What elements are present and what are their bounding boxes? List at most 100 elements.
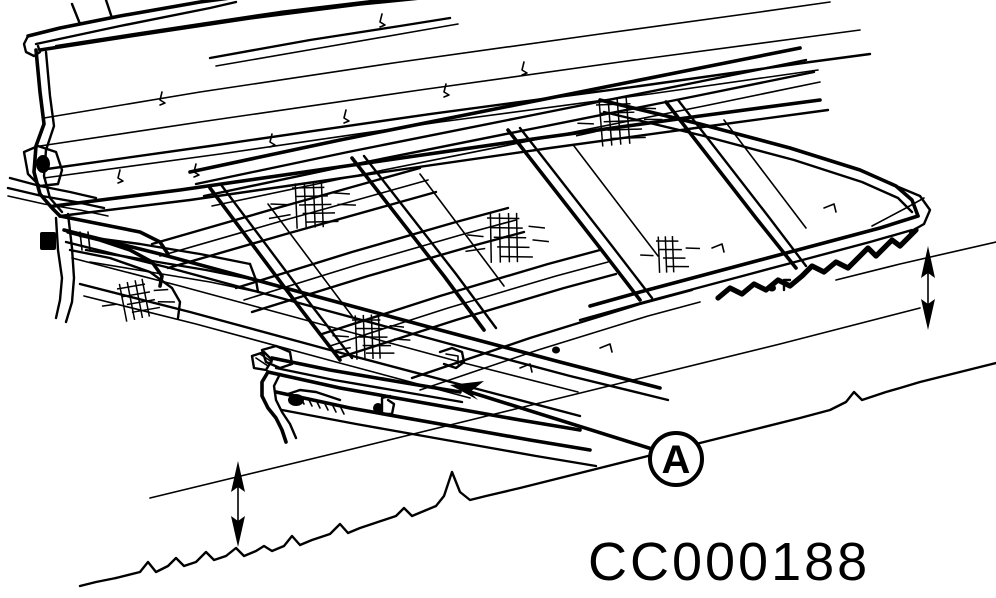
deck-rib-4-lower [419,301,701,391]
ground-datum-right-extension [835,241,996,281]
gusset-shelf-face [89,261,259,293]
sill-flange-notch [438,346,466,370]
sill-stud-head [373,403,383,413]
hinge-pin-hole [36,155,50,173]
left-side-rail-top-edge-2 [64,240,670,402]
sill-stud-bracket [382,398,396,416]
callout-a-circle[interactable] [648,431,704,487]
left-side-rail-group [62,228,670,418]
weld-mark-lower-left [332,314,411,360]
hinge-lower-post-2 [64,212,76,324]
sill-knurl-4 [323,401,329,411]
deck-ridge-2 [350,156,486,332]
panel-bottom-rail [52,98,822,208]
hinge-lower-pin-block [40,232,56,250]
weld-bead-right-rail [715,227,919,301]
right-dimension-arrowhead-down [921,299,935,330]
right-rail-step-detail-2 [711,243,725,253]
weld-mark-hinge-left [101,278,175,322]
left-dimension-arrowhead-up [231,461,245,492]
sill-knurl-3 [315,399,321,409]
deck-rib-1-lower [159,179,429,257]
panel-clip-glyph-5 [343,109,350,124]
deck-ridge-4 [664,100,798,270]
sill-rail-hole [552,346,560,354]
ground-line-jagged [114,361,996,580]
panel-clip-glyph-3 [193,163,200,178]
deck-valley-line-2 [419,173,505,287]
right-rail-top-edge [598,98,920,218]
deck-ridge-1 [208,186,342,362]
sill-knurl-6 [339,405,345,415]
front-sill-left-endcap-2 [272,372,298,440]
left-ride-height-dimension [231,461,245,547]
panel-top-tick-1 [70,2,82,26]
sill-knurl-2 [307,397,313,407]
hinge-bracket-outline [22,144,64,188]
sill-bracket-cluster-1 [260,344,294,370]
panel-clip-glyph-1 [159,91,166,106]
panel-crease-line-3b [43,69,819,179]
callout-a-label: A [662,438,691,482]
sill-knurl-1 [299,395,305,405]
left-dimension-arrowhead-down [231,516,245,547]
panel-crease-line-2 [39,29,861,147]
ground-terrain-group [78,241,996,588]
panel-face-top-rail-shadow [54,0,382,48]
weld-mark-right-mid [640,236,700,273]
front-sill-rolled-lip [286,388,342,402]
panel-clip-glyph-2 [117,169,124,184]
sill-knurl-5 [331,403,337,413]
panel-top-tick-2 [104,0,114,20]
right-rail-fastener-hole [768,284,776,292]
deck-valley-line-4 [723,119,807,229]
right-rail-top-edge-2 [602,110,914,214]
right-rail-lower-edge [578,228,914,322]
right-rail-step-detail [823,203,837,213]
sill-tick-2 [599,343,613,353]
panel-clip-glyph-7 [521,61,528,76]
deck-rib-3-lower [329,261,609,347]
panel-clip-glyph-6 [443,83,450,98]
left-side-rail-top-edge [62,228,662,390]
callout-a-arrowhead [450,381,484,400]
right-rail-outer-face [588,214,920,308]
sill-tick-1 [519,363,533,373]
right-rail-end-cap-crease [871,197,925,227]
deck-ridge-2b [362,154,498,330]
ground-line-left-tail [78,576,118,588]
deck-rib-2-upper [234,206,510,290]
figure-code-label: CC000188 [588,532,870,592]
panel-bottom-rail-inner [58,108,830,218]
callout-a-group[interactable]: A [450,381,704,487]
sill-bracket-hatch-2 [259,353,273,363]
deck-rib-3-upper [320,248,602,336]
rear-cross-rail-top-2 [194,58,808,186]
weld-marks-group [101,97,700,360]
sill-bracket-hatch-1 [255,357,269,367]
left-side-rail-bottom-line [83,295,471,399]
sill-latch-rod-bottom [274,366,464,404]
weld-mark-center [465,212,549,263]
panel-clip-glyph-8 [379,13,386,28]
left-side-rail-mid-crease [71,257,579,393]
panel-rail-right-segment [208,16,452,60]
panel-crease-line-1 [43,1,831,119]
hinge-arm-lower [6,186,106,210]
rear-cross-rail-top [188,46,802,174]
gusset-lower-edge [68,248,182,320]
deck-ridge-1b [220,184,354,360]
weld-mark-mid-left [268,181,356,229]
gusset-upper-edge [58,214,170,256]
sill-flange-notch-inner [445,353,459,365]
panel-rail-right-segment-2 [215,23,459,67]
deck-valley-line-1 [267,203,353,317]
rear-cross-rail-face [202,70,816,198]
right-dimension-arrowhead-up [921,246,935,278]
sill-latch-rod-edge [281,375,467,411]
panel-clip-glyph-4 [269,133,276,148]
right-ride-height-dimension [921,246,935,330]
